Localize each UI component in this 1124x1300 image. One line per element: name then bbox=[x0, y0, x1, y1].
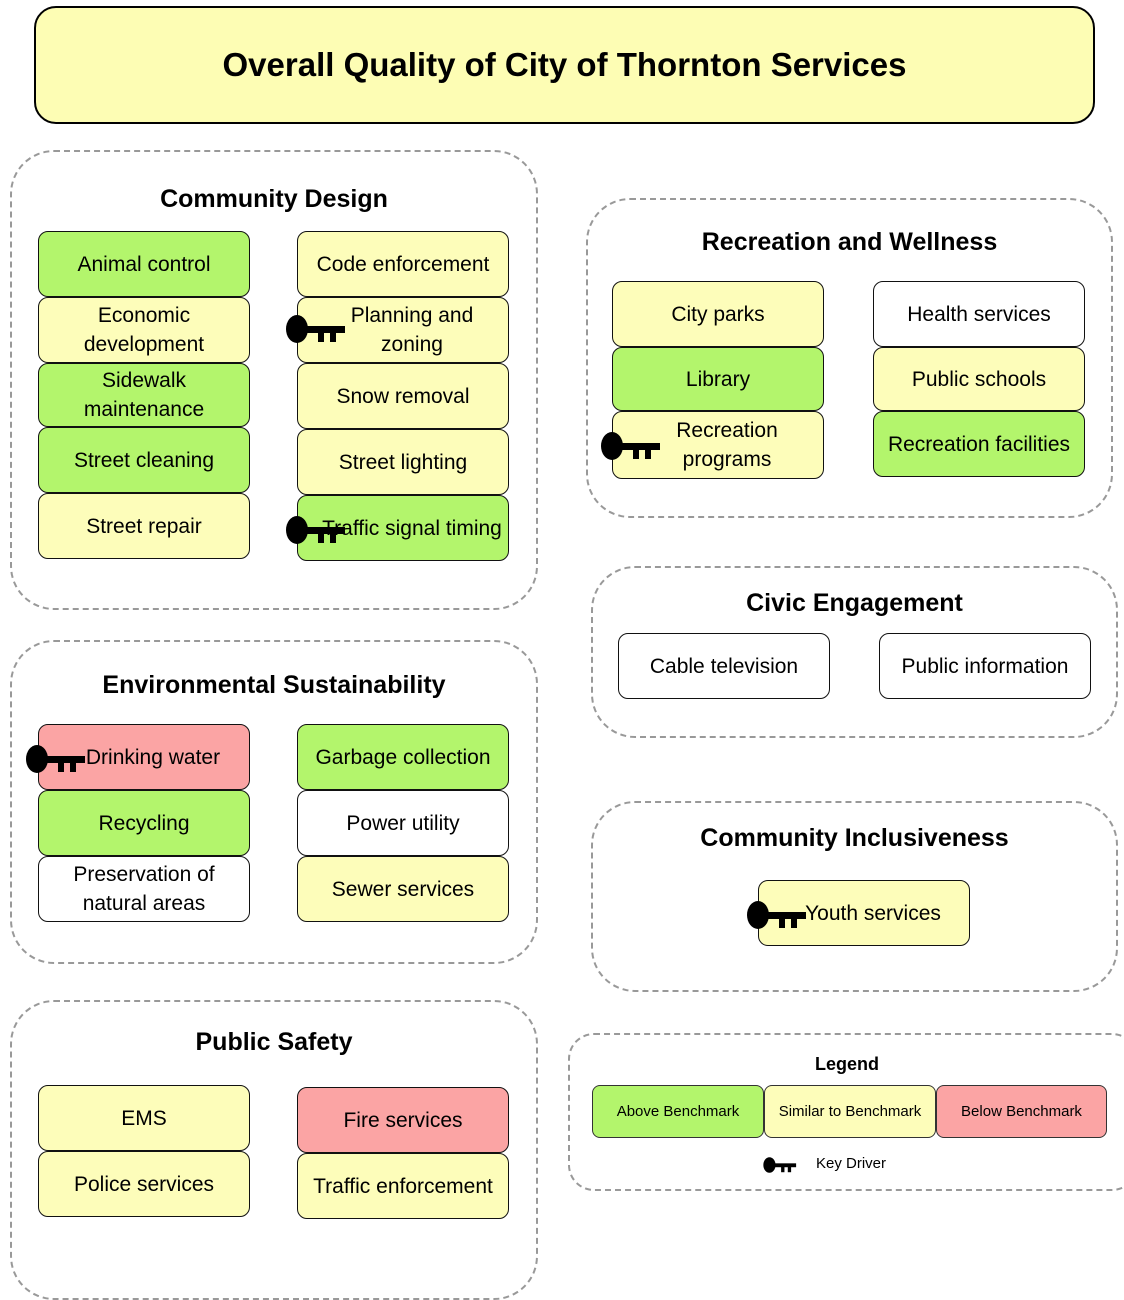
service-box: Street cleaning bbox=[38, 427, 250, 493]
key-driver-icon bbox=[746, 897, 808, 933]
service-box: Power utility bbox=[297, 790, 509, 856]
group-community-design: Community Design bbox=[10, 150, 538, 610]
service-box: Snow removal bbox=[297, 363, 509, 429]
key-driver-icon bbox=[25, 741, 87, 777]
service-box: Police services bbox=[38, 1151, 250, 1217]
group-heading: Community Design bbox=[160, 185, 388, 213]
service-box: Preservation of natural areas bbox=[38, 856, 250, 922]
service-box: Animal control bbox=[38, 231, 250, 297]
legend: Legend bbox=[568, 1033, 1124, 1191]
group-heading: Public Safety bbox=[195, 1028, 353, 1056]
service-box: Public schools bbox=[873, 347, 1085, 411]
service-box: Fire services bbox=[297, 1087, 509, 1153]
service-box: Economic development bbox=[38, 297, 250, 363]
service-box: EMS bbox=[38, 1085, 250, 1151]
service-box: Sewer services bbox=[297, 856, 509, 922]
group-public-safety: Public Safety bbox=[10, 1000, 538, 1300]
group-environmental-sustainability: Environmental Sustainability bbox=[10, 640, 538, 964]
legend-above-swatch: Above Benchmark bbox=[592, 1085, 764, 1138]
service-box: Public information bbox=[879, 633, 1091, 699]
service-box: Health services bbox=[873, 281, 1085, 347]
group-community-inclusiveness: Community Inclusiveness bbox=[591, 801, 1118, 992]
diagram-title-box: Overall Quality of City of Thornton Serv… bbox=[34, 6, 1095, 124]
legend-title: Legend bbox=[814, 1054, 879, 1074]
key-driver-icon bbox=[600, 428, 662, 464]
group-heading: Civic Engagement bbox=[746, 589, 963, 617]
key-driver-icon bbox=[285, 512, 347, 548]
service-box: Garbage collection bbox=[297, 724, 509, 790]
service-box: Recycling bbox=[38, 790, 250, 856]
group-heading: Community Inclusiveness bbox=[700, 824, 1009, 852]
group-recreation-wellness: Recreation and Wellness bbox=[586, 198, 1113, 518]
service-box: Street repair bbox=[38, 493, 250, 559]
key-driver-icon bbox=[285, 311, 347, 347]
legend-key-driver-label: Key Driver bbox=[816, 1155, 887, 1172]
service-box: Traffic enforcement bbox=[297, 1153, 509, 1219]
legend-key-driver-icon bbox=[758, 1155, 802, 1175]
service-box: Planning and zoning bbox=[297, 297, 509, 363]
legend-below-swatch: Below Benchmark bbox=[936, 1085, 1107, 1138]
service-box: City parks bbox=[612, 281, 824, 347]
service-box: Recreation facilities bbox=[873, 411, 1085, 477]
service-box: Code enforcement bbox=[297, 231, 509, 297]
group-heading: Environmental Sustainability bbox=[102, 671, 446, 699]
group-heading: Recreation and Wellness bbox=[701, 228, 998, 256]
group-civic-engagement: Civic Engagement bbox=[591, 566, 1118, 738]
diagram-title: Overall Quality of City of Thornton Serv… bbox=[222, 46, 907, 83]
service-box: Cable television bbox=[618, 633, 830, 699]
service-box: Library bbox=[612, 347, 824, 411]
service-box: Sidewalk maintenance bbox=[38, 363, 250, 427]
service-box: Street lighting bbox=[297, 429, 509, 495]
legend-similar-swatch: Similar to Benchmark bbox=[764, 1085, 936, 1138]
